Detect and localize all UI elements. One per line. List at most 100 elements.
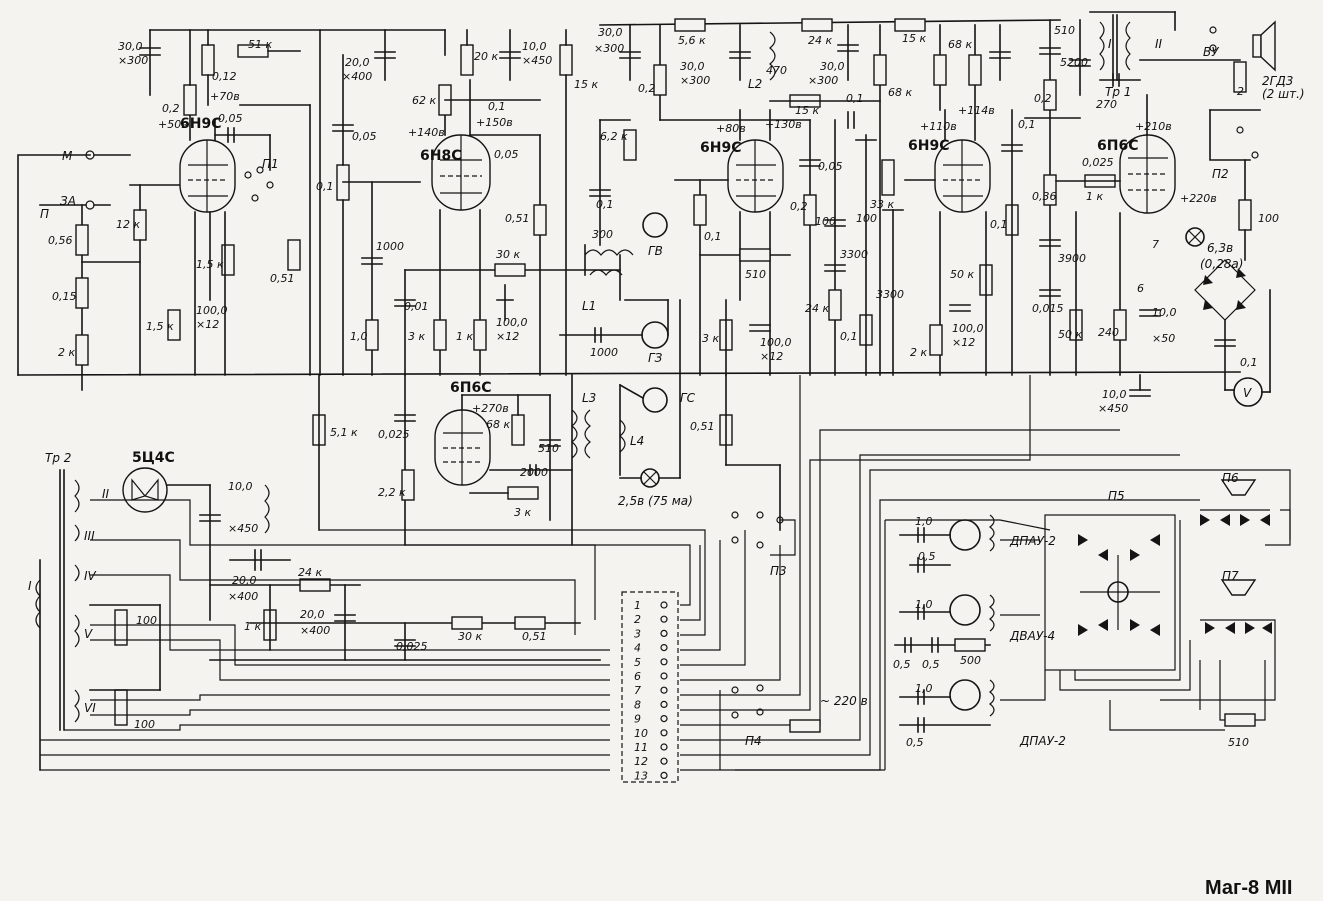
value-v270: +270в <box>472 402 509 415</box>
transformer-label: Тр 2 <box>45 451 71 465</box>
tube-6p6s-osc <box>434 394 551 486</box>
value-c1000a: 1000 <box>376 240 404 253</box>
value-c10f: 1,0 <box>915 598 933 611</box>
value-c005a: 0,05 <box>218 112 243 125</box>
value-r1kb: 1 к <box>1086 190 1103 203</box>
value-c3300a: 3300 <box>840 248 868 261</box>
value-r012: 0,12 <box>212 70 237 83</box>
switch-label: П1 <box>262 157 279 171</box>
terminal-number: 4 <box>634 642 641 655</box>
tube-6n8s <box>431 79 491 211</box>
switch-label: П7 <box>1222 569 1239 583</box>
value-v210: +210в <box>1135 120 1172 133</box>
terminal-contact <box>660 743 668 751</box>
value-c20c: 20,0 <box>300 608 325 621</box>
value-v150: +150в <box>476 116 513 129</box>
pilot-lamp-label: 6,3в <box>1207 241 1233 255</box>
value-c20v: ×400 <box>342 70 372 83</box>
diagram-caption: Маг-8 МII <box>1205 877 1292 899</box>
tube-type-label: 5Ц4С <box>132 450 175 466</box>
terminal-contact <box>660 700 668 709</box>
value-c20cv: ×400 <box>300 624 330 637</box>
terminal-contact <box>660 643 668 652</box>
tube-6n9s-3 <box>934 109 991 213</box>
value-c10bv: ×50 <box>1152 332 1175 345</box>
value-c3900: 3900 <box>1058 252 1086 265</box>
value-r56k: 5,6 к <box>678 34 706 47</box>
value-c100dv: ×12 <box>760 350 783 363</box>
value-n7: 7 <box>1152 238 1159 251</box>
terminal-number: 13 <box>634 769 648 782</box>
value-c300b: 300 <box>592 228 613 241</box>
tube-6p6s-out <box>1119 94 1176 214</box>
p5-contact <box>1130 619 1140 631</box>
tube-5c4s <box>122 467 211 513</box>
motor-label: ДПАУ-2 <box>1019 734 1066 748</box>
p5-contact <box>1078 624 1088 636</box>
value-r1k: 1 к <box>456 330 473 343</box>
value-r50k: 50 к <box>950 268 974 281</box>
value-c100fv: ×12 <box>952 336 975 349</box>
value-v114: +114в <box>958 104 995 117</box>
value-r02c: 0,2 <box>790 200 808 213</box>
value-c30d: 30,0 <box>820 60 845 73</box>
value-c05a: 0,5 <box>918 550 936 563</box>
value-r62k: 62 к <box>412 94 436 107</box>
motor-dpau-2-bottom <box>899 679 995 733</box>
connector-label: П <box>40 207 49 221</box>
supply-filter-2 <box>199 484 601 661</box>
tube-6n9s-1 <box>179 114 236 376</box>
terminal-strip <box>621 591 679 783</box>
value-c100c: 100 <box>815 215 836 228</box>
value-r10a: 1,0 <box>350 330 368 343</box>
value-c1000b: 1000 <box>590 346 618 359</box>
value-c30b: 30,0 <box>598 26 623 39</box>
p7-contact <box>1245 622 1255 634</box>
head-label: ГЗ <box>648 351 663 365</box>
value-r15k: 1,5 к <box>146 320 174 333</box>
value-c05d: 0,5 <box>906 736 924 749</box>
output-transformer <box>1089 11 1241 81</box>
rectifier-bridge <box>1194 259 1256 391</box>
value-r036: 0,36 <box>1032 190 1057 203</box>
value-c20: 20,0 <box>345 56 370 69</box>
value-c270: 270 <box>1096 98 1117 111</box>
value-v70: +70в <box>210 90 240 103</box>
motor-label: ДВАУ-4 <box>1009 629 1055 643</box>
value-r01a: 0,1 <box>316 180 334 193</box>
value-n6: 6 <box>1137 282 1144 295</box>
terminal-number: 2 <box>634 613 641 626</box>
winding-label: III <box>84 529 95 543</box>
terminal-number: 7 <box>634 684 641 697</box>
p7-contact <box>1262 622 1272 634</box>
value-r68kb: 68 к <box>888 86 912 99</box>
value-c0025a: 0,025 <box>378 428 410 441</box>
terminal-number: 10 <box>634 727 648 740</box>
value-c20b: 20,0 <box>232 574 257 587</box>
tube-type-label: 6П6С <box>450 380 491 396</box>
driver-components <box>904 24 1081 376</box>
value-c100bv: ×12 <box>496 330 519 343</box>
value-r051a: 0,51 <box>270 272 295 285</box>
mains-label: ~ 220 в <box>820 694 868 708</box>
value-c0025c: 0,025 <box>396 640 428 653</box>
value-c001: 0,01 <box>404 300 429 313</box>
value-r15kc: 15 к <box>574 78 598 91</box>
value-c10b: 10,0 <box>1152 306 1177 319</box>
p7-contact <box>1225 622 1235 634</box>
value-r056: 0,56 <box>48 234 73 247</box>
p6-contact <box>1240 514 1250 526</box>
value-r01b: 0,1 <box>704 230 722 243</box>
terminal-contact <box>660 615 668 623</box>
terminal-number: 11 <box>634 741 648 754</box>
switch-p3 <box>731 511 796 556</box>
value-r12k: 12 к <box>116 218 140 231</box>
value-c510: 510 <box>538 442 559 455</box>
value-r02a: 0,2 <box>162 102 180 115</box>
terminal-number: 3 <box>634 627 641 640</box>
value-c10e: 1,0 <box>915 515 933 528</box>
value-c0025b: 0,025 <box>1082 156 1114 169</box>
value-r01c: 0,1 <box>840 330 858 343</box>
